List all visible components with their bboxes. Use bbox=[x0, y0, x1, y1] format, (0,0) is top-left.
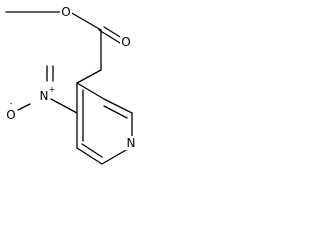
bonds bbox=[5, 11, 133, 165]
nitro-oxygen-label: O bbox=[6, 108, 15, 122]
bond-ring-c2-c3 bbox=[76, 147, 103, 165]
bond-ring-c5-c6-inner bbox=[103, 105, 128, 119]
carbonyl-oxygen-label: O bbox=[121, 35, 130, 49]
nitro-nitrogen-label: N bbox=[40, 89, 49, 103]
bond-ring-n-c2 bbox=[101, 149, 127, 165]
ring-nitrogen-label: N bbox=[127, 136, 136, 150]
nitro-oxygen-charge: - bbox=[10, 99, 13, 108]
bond-ch2-ring-c4 bbox=[76, 69, 102, 84]
bond-ring-c2-c3-inner bbox=[81, 143, 103, 158]
atom-labels: O O N + O - N bbox=[5, 3, 137, 150]
bond-ester-o-carbonyl-c bbox=[69, 11, 102, 31]
nitro-nitrogen-charge: + bbox=[49, 85, 56, 94]
molecule-drawing: O O N + O - N bbox=[5, 3, 137, 165]
bond-ring-c3-nitro-n bbox=[50, 98, 78, 114]
bond-ring-c4-c5 bbox=[76, 82, 105, 100]
ester-oxygen-label: O bbox=[61, 5, 70, 19]
structure-canvas: O O N + O - N bbox=[0, 0, 155, 189]
bond-nitro-n-o-minus bbox=[17, 103, 31, 111]
bond-ring-c5-c6 bbox=[103, 98, 133, 114]
bond-carbonyl-double-1 bbox=[98, 29, 121, 44]
